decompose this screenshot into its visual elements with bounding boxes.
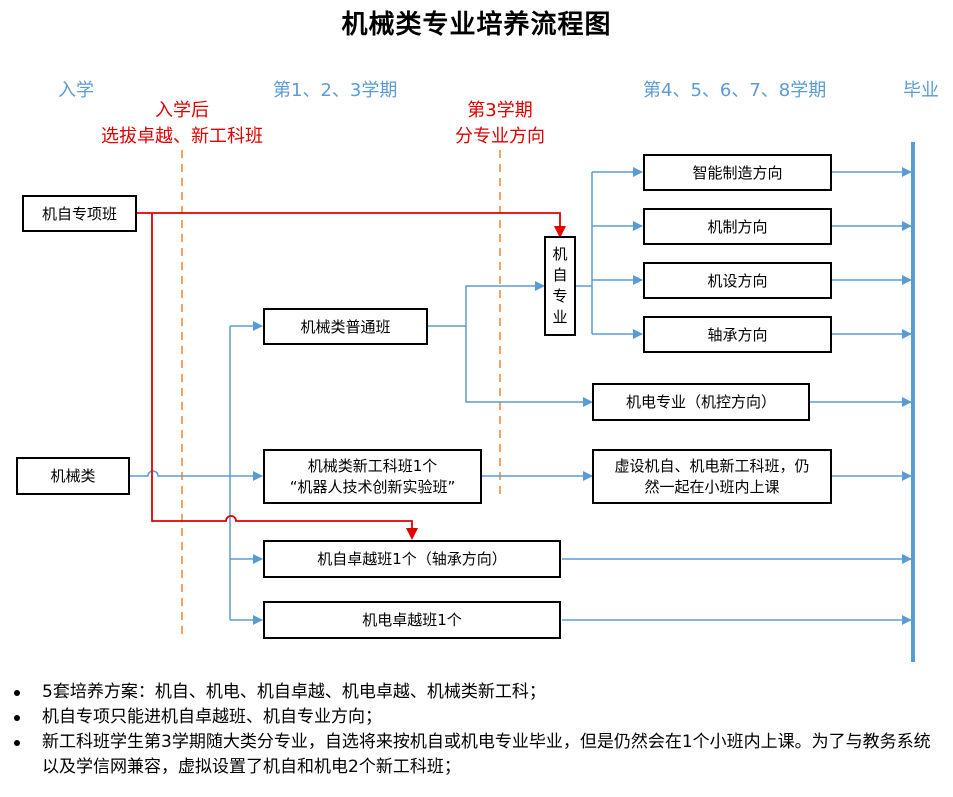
jizi-major-char-3: 专 xyxy=(552,287,568,305)
new-eng-class-line2: “机器人技术创新实验班” xyxy=(289,477,456,496)
box-jizi-excellence-class: 机自卓越班1个（轴承方向） xyxy=(263,540,561,578)
milestone-after-enroll-line2: 选拔卓越、新工科班 xyxy=(101,126,263,147)
box-bearing-direction: 轴承方向 xyxy=(643,316,832,353)
box-jizi-major: 机 自 专 业 xyxy=(544,236,576,336)
milestone-after-enroll-line1: 入学后 xyxy=(155,100,209,121)
box-mech-regular-class: 机械类普通班 xyxy=(263,308,428,345)
page-title: 机械类专业培养流程图 xyxy=(341,10,612,40)
milestone-after-enroll: 入学后 选拔卓越、新工科班 xyxy=(82,98,282,150)
notes-list: 5套培养方案：机自、机电、机自卓越、机电卓越、机械类新工科； 机自专项只能进机自… xyxy=(8,680,938,780)
note-item: 机自专项只能进机自卓越班、机自专业方向； xyxy=(8,705,938,730)
jizi-major-char-4: 业 xyxy=(552,308,568,326)
phase-graduate: 毕业 xyxy=(903,80,939,101)
note-item: 5套培养方案：机自、机电、机自卓越、机电卓越、机械类新工科； xyxy=(8,680,938,705)
box-jizi-special-class: 机自专项班 xyxy=(22,195,137,232)
phase-term-1-3: 第1、2、3学期 xyxy=(273,80,398,101)
jizi-major-char-2: 自 xyxy=(552,266,568,284)
note-text: 5套培养方案：机自、机电、机自卓越、机电卓越、机械类新工科； xyxy=(42,682,546,702)
milestone-term3: 第3学期 分专业方向 xyxy=(430,98,570,150)
bullet-icon xyxy=(14,690,20,696)
jizi-major-char-1: 机 xyxy=(552,245,568,263)
new-eng-class-line1: 机械类新工科班1个 xyxy=(307,456,438,475)
virtual-class-line1: 虚设机自、机电新工科班，仍 xyxy=(614,456,810,475)
milestone-term3-line2: 分专业方向 xyxy=(455,126,545,147)
box-jidian-major: 机电专业（机控方向） xyxy=(592,383,810,421)
phase-enroll: 入学 xyxy=(58,80,94,101)
red-flows xyxy=(137,212,566,540)
milestone-term3-line1: 第3学期 xyxy=(467,100,533,121)
note-text: 新工科班学生第3学期随大类分专业，自选将来按机自或机电专业毕业，但是仍然会在1个… xyxy=(42,732,931,777)
phase-term-4-8: 第4、5、6、7、8学期 xyxy=(643,80,827,101)
box-new-engineering-class: 机械类新工科班1个 “机器人技术创新实验班” xyxy=(263,449,482,504)
bullet-icon xyxy=(14,740,20,746)
note-text: 机自专项只能进机自卓越班、机自专业方向； xyxy=(42,707,382,727)
note-item: 新工科班学生第3学期随大类分专业，自选将来按机自或机电专业毕业，但是仍然会在1个… xyxy=(8,730,938,780)
box-smart-manufacturing: 智能制造方向 xyxy=(643,154,832,191)
box-jishe-direction: 机设方向 xyxy=(643,262,832,299)
box-jizhi-direction: 机制方向 xyxy=(643,208,832,245)
virtual-class-line2: 然一起在小班内上课 xyxy=(644,477,780,496)
box-virtual-new-eng-class: 虚设机自、机电新工科班，仍 然一起在小班内上课 xyxy=(592,449,832,504)
blue-flows xyxy=(130,167,912,625)
box-mechanical-category: 机械类 xyxy=(16,457,130,495)
box-jidian-excellence-class: 机电卓越班1个 xyxy=(263,601,561,639)
bullet-icon xyxy=(14,715,20,721)
